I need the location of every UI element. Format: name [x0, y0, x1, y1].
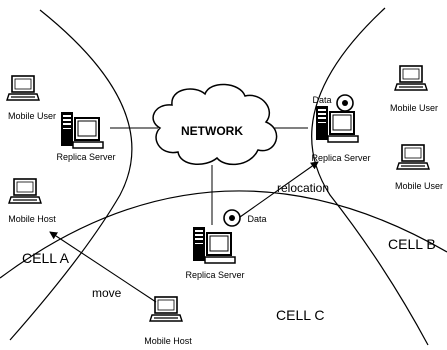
replica-server-bottom	[192, 226, 236, 264]
mobile-user-right-top-icon	[394, 65, 428, 91]
network-label: NETWORK	[181, 124, 243, 138]
mobile-user-right-bottom-label: Mobile User	[395, 181, 443, 191]
data-label-right: Data	[312, 95, 331, 105]
cell-a-boundary	[9, 9, 133, 341]
data-label-bottom: Data	[247, 214, 266, 224]
cell-a-label: CELL A	[22, 250, 70, 266]
mobile-user-right-top-label: Mobile User	[390, 103, 438, 113]
mobile-host-bottom-label: Mobile Host	[144, 336, 192, 346]
cell-c-label: CELL C	[276, 307, 325, 323]
replica-server-right-label: Replica Server	[311, 153, 370, 163]
relocation-label: relocation	[277, 181, 329, 195]
replica-server-bottom-label: Replica Server	[185, 270, 244, 280]
mobile-user-left-label: Mobile User	[8, 111, 56, 121]
mobile-host-left-label: Mobile Host	[8, 214, 56, 224]
mobile-user-right-bottom-icon	[396, 144, 430, 170]
move-arrow	[49, 231, 157, 303]
replica-server-left	[60, 111, 104, 149]
relocation-arrow	[239, 161, 319, 218]
replica-server-right	[315, 105, 359, 143]
replica-server-left-label: Replica Server	[56, 152, 115, 162]
move-label: move	[92, 286, 122, 300]
cell-b-label: CELL B	[388, 236, 436, 252]
data-disc-bottom	[223, 209, 241, 227]
mobile-user-left-icon	[6, 75, 40, 101]
cell-b-boundary	[311, 7, 429, 346]
network-cloud: NETWORK	[152, 83, 278, 166]
data-disc-right	[336, 94, 354, 112]
mobile-host-left-icon	[8, 178, 42, 204]
cell-c-boundary	[0, 190, 447, 279]
